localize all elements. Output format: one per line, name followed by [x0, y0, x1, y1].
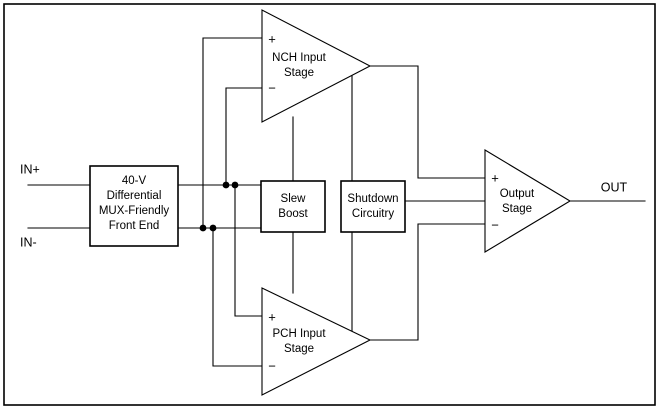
nch-input-stage-label: NCH Input Stage + − — [268, 31, 326, 95]
svg-text:Boost: Boost — [278, 208, 308, 220]
shutdown-circuitry-block-label: Shutdown Circuitry — [347, 193, 398, 220]
input-negative-label: IN- — [20, 235, 37, 249]
front-end-block — [89, 165, 179, 247]
slew-boost-block-label: Slew Boost — [278, 193, 308, 220]
shutdown-circuitry-block — [340, 180, 406, 233]
svg-text:40-V: 40-V — [122, 175, 147, 187]
wire-group — [27, 37, 646, 367]
front-end-block-label: 40-V Differential MUX-Friendly Front End — [99, 175, 170, 232]
nch-minus-sign: − — [268, 80, 276, 95]
svg-text:PCH Input: PCH Input — [272, 328, 326, 340]
pch-plus-sign: + — [268, 309, 276, 324]
wire-tap-to-pch-minus — [212, 227, 263, 367]
nch-plus-sign: + — [268, 31, 276, 46]
pch-minus-sign: − — [268, 358, 276, 373]
svg-text:Stage: Stage — [502, 203, 532, 215]
svg-text:NCH Input: NCH Input — [272, 52, 326, 64]
output-stage-plus-sign: + — [491, 170, 499, 185]
output-stage-label: Output Stage + − — [491, 170, 535, 232]
svg-text:Slew: Slew — [281, 193, 307, 205]
svg-text:Stage: Stage — [284, 67, 314, 79]
junction-dot — [209, 224, 217, 232]
wire-tap-to-nch-plus — [202, 37, 263, 229]
wire-tap-to-nch-minus — [225, 87, 263, 186]
input-positive-label: IN+ — [20, 162, 40, 176]
output-stage-minus-sign: − — [491, 217, 499, 232]
output-stage-triangle — [484, 149, 572, 253]
svg-text:Differential: Differential — [107, 190, 162, 202]
svg-text:Shutdown: Shutdown — [347, 193, 398, 205]
wire-nch-apex-to-output-plus — [369, 65, 486, 179]
svg-text:Output: Output — [500, 188, 535, 200]
pch-input-stage-triangle — [261, 287, 372, 396]
svg-text:Circuitry: Circuitry — [352, 208, 394, 220]
nch-input-stage-triangle — [261, 9, 372, 123]
pch-input-stage-label: PCH Input Stage + − — [268, 309, 326, 373]
junction-dot — [231, 181, 239, 189]
svg-text:Front End: Front End — [109, 220, 160, 232]
wire-pch-apex-to-output-minus — [369, 223, 486, 341]
slew-boost-block — [260, 180, 326, 233]
svg-text:MUX-Friendly: MUX-Friendly — [99, 205, 170, 217]
junction-dot — [199, 224, 207, 232]
svg-text:Stage: Stage — [284, 343, 314, 355]
output-label: OUT — [601, 180, 628, 194]
wire-tap-to-pch-plus — [234, 184, 263, 317]
junction-dot — [222, 181, 230, 189]
